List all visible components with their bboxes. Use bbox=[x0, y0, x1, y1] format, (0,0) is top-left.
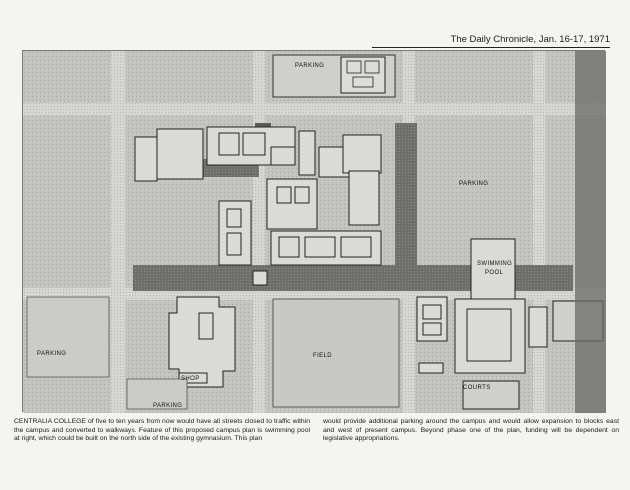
caption-column-1: CENTRALIA COLLEGE of five to ten years f… bbox=[14, 418, 310, 443]
label-shop: SHOP bbox=[181, 376, 200, 382]
label-swimming: SWIMMING bbox=[477, 261, 513, 267]
shop-building bbox=[168, 296, 236, 388]
label-field: FIELD bbox=[313, 353, 333, 359]
label-courts: COURTS bbox=[463, 385, 491, 391]
field bbox=[272, 298, 400, 408]
campus-plan-drawing bbox=[23, 51, 606, 413]
label-parking-top: PARKING bbox=[295, 63, 325, 69]
map-dark-edge bbox=[575, 51, 606, 413]
label-parking-left: PARKING bbox=[37, 351, 67, 357]
label-pool: POOL bbox=[485, 270, 504, 276]
label-parking-bottom: PARKING bbox=[153, 403, 183, 409]
pool-gym-complex bbox=[416, 238, 604, 410]
parking-lot-top bbox=[272, 54, 396, 98]
masthead-rule bbox=[372, 47, 610, 48]
caption-column-2: would provide additional parking around … bbox=[323, 418, 619, 443]
parking-lot-left bbox=[26, 296, 188, 410]
main-buildings bbox=[134, 126, 382, 286]
label-parking-right: PARKING bbox=[459, 181, 489, 187]
campus-plan-map: PARKING PARKING SWIMMING POOL PARKING FI… bbox=[22, 50, 606, 413]
masthead: The Daily Chronicle, Jan. 16-17, 1971 bbox=[450, 34, 610, 45]
